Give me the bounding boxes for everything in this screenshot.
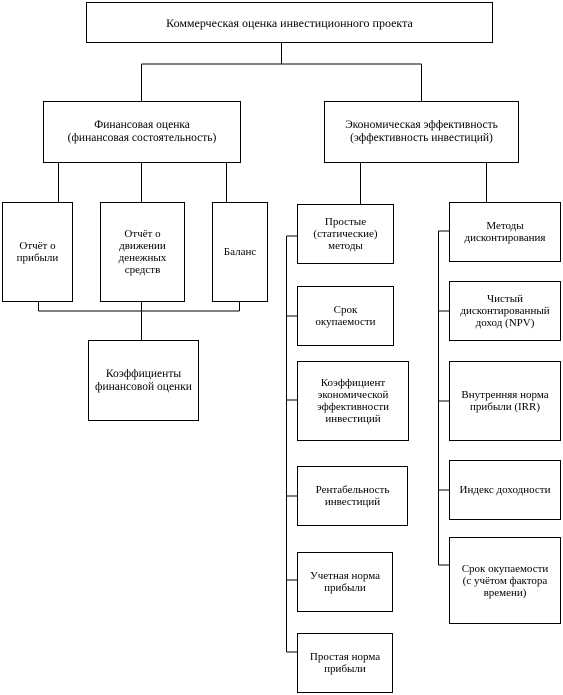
discount-methods-node: Методы дисконтирования (449, 202, 561, 262)
profitability-index-node: Индекс доходности (449, 460, 561, 520)
economic-efficiency-ratio-node: Коэффициент экономической эффективности … (297, 361, 409, 441)
financial-evaluation-node: Финансовая оценка (финансовая состоятель… (43, 101, 241, 163)
balance-node: Баланс (212, 202, 268, 302)
financial-ratios-node: Коэффициенты финансовой оценки (88, 340, 199, 421)
economic-efficiency-node: Экономическая эффективность (эффективнос… (324, 101, 519, 163)
profit-report-node: Отчёт о прибыли (2, 202, 73, 302)
discounted-payback-node: Срок окупаемости (с учётом фактора време… (449, 537, 561, 624)
accounting-rate-node: Учетная норма прибыли (297, 552, 393, 612)
investment-profitability-node: Рентабельность инвестиций (297, 466, 408, 526)
cash-flow-report-node: Отчёт о движении денежных средств (100, 202, 185, 302)
root-node: Коммерческая оценка инвестиционного прое… (86, 2, 493, 43)
simple-rate-node: Простая норма прибыли (297, 633, 393, 693)
irr-node: Внутренняя норма прибыли (IRR) (449, 361, 561, 441)
simple-payback-node: Срок окупаемости (297, 286, 394, 346)
npv-node: Чистый дисконтированный доход (NPV) (449, 281, 561, 341)
simple-methods-node: Простые (статические) методы (297, 204, 394, 264)
